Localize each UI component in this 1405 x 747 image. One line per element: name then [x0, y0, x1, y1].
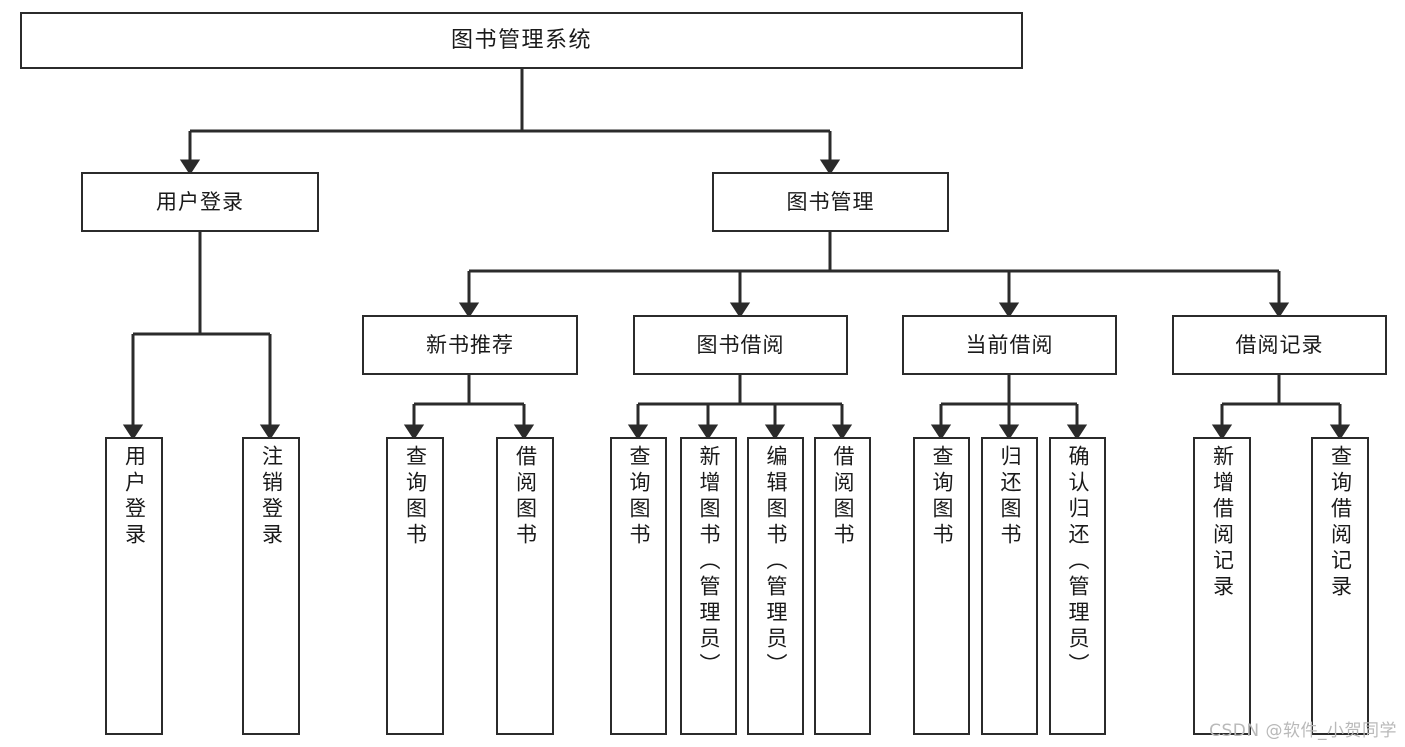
- node-label: 图书管理: [786, 189, 875, 214]
- node-root-book-management-system[interactable]: 图书管理系统: [20, 12, 1023, 69]
- leaf-logout-login[interactable]: 注销登录: [242, 437, 300, 735]
- node-label: 新书推荐: [426, 332, 514, 357]
- leaf-borrow-book-2[interactable]: 借阅图书: [814, 437, 871, 735]
- leaf-edit-book-admin[interactable]: 编辑图书（管理员）: [747, 437, 804, 735]
- node-label: 查询图书: [930, 445, 954, 549]
- node-label: 用户登录: [122, 445, 147, 549]
- leaf-confirm-return-admin[interactable]: 确认归还（管理员）: [1049, 437, 1106, 735]
- leaf-user-login[interactable]: 用户登录: [105, 437, 163, 735]
- node-label: 归还图书: [998, 445, 1022, 549]
- leaf-query-borrow-record[interactable]: 查询借阅记录: [1311, 437, 1369, 735]
- node-label: 图书借阅: [696, 332, 785, 357]
- node-label: 确认归还（管理员）: [1066, 445, 1090, 679]
- node-label: 用户登录: [156, 189, 244, 214]
- leaf-query-book-1[interactable]: 查询图书: [386, 437, 444, 735]
- leaf-add-borrow-record[interactable]: 新增借阅记录: [1193, 437, 1251, 735]
- node-label: 新增图书（管理员）: [697, 445, 721, 679]
- leaf-borrow-book-1[interactable]: 借阅图书: [496, 437, 554, 735]
- leaf-query-book-2[interactable]: 查询图书: [610, 437, 667, 735]
- node-label: 借阅图书: [513, 445, 538, 549]
- node-label: 借阅图书: [831, 445, 855, 549]
- node-borrow-record[interactable]: 借阅记录: [1172, 315, 1387, 375]
- leaf-query-book-3[interactable]: 查询图书: [913, 437, 970, 735]
- node-current-borrow[interactable]: 当前借阅: [902, 315, 1117, 375]
- node-label: 当前借阅: [965, 332, 1054, 357]
- node-book-manage[interactable]: 图书管理: [712, 172, 949, 232]
- node-label: 新增借阅记录: [1210, 445, 1235, 601]
- node-book-borrow[interactable]: 图书借阅: [633, 315, 848, 375]
- leaf-add-book-admin[interactable]: 新增图书（管理员）: [680, 437, 737, 735]
- node-new-book-recommend[interactable]: 新书推荐: [362, 315, 578, 375]
- node-label: 查询借阅记录: [1328, 445, 1353, 601]
- node-label: 图书管理系统: [450, 27, 592, 53]
- node-label: 借阅记录: [1235, 332, 1324, 357]
- node-label: 查询图书: [403, 445, 428, 549]
- csdn-watermark: CSDN @软件_小贺同学: [1209, 721, 1397, 741]
- node-user-login[interactable]: 用户登录: [81, 172, 319, 232]
- node-label: 注销登录: [259, 445, 284, 549]
- node-label: 编辑图书（管理员）: [764, 445, 788, 679]
- leaf-return-book[interactable]: 归还图书: [981, 437, 1038, 735]
- node-label: 查询图书: [627, 445, 651, 549]
